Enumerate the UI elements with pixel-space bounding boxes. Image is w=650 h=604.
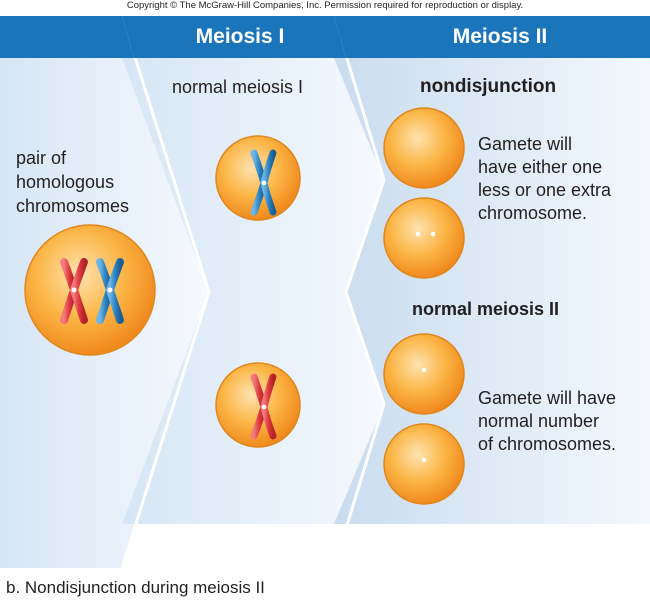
blue-chromatid <box>429 208 437 270</box>
nondisjunction-note: Gamete will have either one less or one … <box>478 134 612 223</box>
red-chromosome-x <box>60 258 88 324</box>
gamete-extra <box>383 197 465 279</box>
meiosis1-cell-top <box>215 135 301 221</box>
red-chromatid <box>420 342 428 404</box>
meiosis-1-title: Meiosis I <box>195 25 285 48</box>
homologous-label: pair of homologous chromosomes <box>16 148 130 216</box>
blue-chromosome-x <box>250 149 277 216</box>
meiosis1-cell-bottom <box>215 362 301 448</box>
red-chromosome-x <box>250 373 277 440</box>
parent-cell <box>24 224 156 356</box>
normal-meiosis-2-label: normal meiosis II <box>412 299 560 319</box>
meiosis-2-title: Meiosis II <box>452 25 548 48</box>
blue-chromatid <box>414 208 422 270</box>
red-chromatid <box>420 432 428 494</box>
gamete-empty <box>383 107 465 189</box>
blue-chromosome-x <box>96 258 124 324</box>
header-meiosis-1 <box>122 16 346 58</box>
nondisjunction-label: nondisjunction <box>420 76 557 97</box>
normal-meiosis-1-label: normal meiosis I <box>172 77 304 97</box>
header-meiosis-2 <box>334 16 650 58</box>
figure-caption: b. Nondisjunction during meiosis II <box>6 578 265 597</box>
panel-meiosis-1 <box>122 58 384 524</box>
copyright-notice: Copyright © The McGraw-Hill Companies, I… <box>126 0 524 11</box>
normal-note: Gamete will have normal number of chromo… <box>478 388 617 454</box>
